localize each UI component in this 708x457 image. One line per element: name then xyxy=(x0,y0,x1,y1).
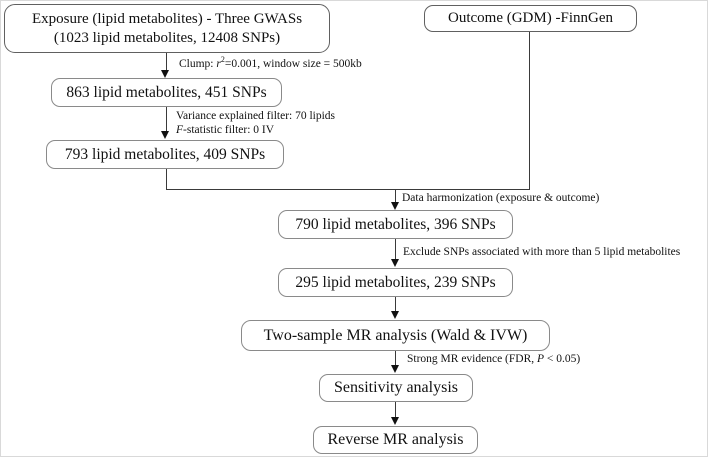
strong-evidence-edge-label: Strong MR evidence (FDR, P < 0.05) xyxy=(407,352,580,366)
reverse-mr-label: Reverse MR analysis xyxy=(327,431,464,448)
arrowhead-reverse xyxy=(391,417,399,425)
excluded-result-label: 295 lipid metabolites, 239 SNPs xyxy=(295,273,496,291)
arrow-mr-to-sensitivity xyxy=(395,351,396,366)
strong-label-pre: Strong MR evidence (FDR, xyxy=(407,353,538,365)
mr-analysis-box: Two-sample MR analysis (Wald & IVW) xyxy=(241,320,550,351)
arrowhead-sensitivity xyxy=(391,365,399,373)
clumped-result-box: 863 lipid metabolites, 451 SNPs xyxy=(51,78,282,107)
clump-label-r: r xyxy=(216,58,221,70)
connector-outcome-down xyxy=(529,32,530,190)
reverse-mr-box: Reverse MR analysis xyxy=(313,426,478,454)
exposure-box-line2: (1023 lipid metabolites, 12408 SNPs) xyxy=(53,29,281,46)
arrow-merge-to-harmonized xyxy=(395,189,396,203)
outcome-box: Outcome (GDM) -FinnGen xyxy=(424,5,637,32)
clump-label-pre: Clump: xyxy=(179,58,217,70)
sensitivity-analysis-label: Sensitivity analysis xyxy=(334,379,458,396)
arrow-clumped-to-filtered xyxy=(166,107,167,132)
exclude-edge-label: Exclude SNPs associated with more than 5… xyxy=(403,245,680,259)
arrow-harmonized-to-excluded xyxy=(395,239,396,260)
arrow-excluded-to-mr xyxy=(395,297,396,312)
arrowhead-harmonized xyxy=(391,202,399,210)
arrow-exposure-to-clumped xyxy=(166,53,167,71)
variance-filter-label: Variance explained filter: 70 lipids xyxy=(176,109,335,123)
exposure-box: Exposure (lipid metabolites) - Three GWA… xyxy=(4,4,330,53)
harmonization-text: Data harmonization (exposure & outcome) xyxy=(402,192,600,204)
outcome-box-label: Outcome (GDM) -FinnGen xyxy=(448,10,613,27)
exposure-box-line1: Exposure (lipid metabolites) - Three GWA… xyxy=(31,10,303,27)
fstatistic-filter-label: F-statistic filter: 0 IV xyxy=(176,123,274,137)
mr-analysis-label: Two-sample MR analysis (Wald & IVW) xyxy=(263,326,528,344)
arrow-sensitivity-to-reverse xyxy=(395,402,396,418)
harmonized-result-label: 790 lipid metabolites, 396 SNPs xyxy=(295,215,496,233)
arrowhead-clumped xyxy=(161,70,169,78)
filtered-result-label: 793 lipid metabolites, 409 SNPs xyxy=(64,145,266,163)
harmonized-result-box: 790 lipid metabolites, 396 SNPs xyxy=(278,210,513,239)
variance-filter-text: Variance explained filter: 70 lipids xyxy=(176,110,336,122)
connector-filtered-down xyxy=(166,169,167,190)
clump-edge-label: Clump: r2=0.001, window size = 500kb xyxy=(179,55,362,71)
filtered-result-box: 793 lipid metabolites, 409 SNPs xyxy=(46,140,284,169)
harmonization-edge-label: Data harmonization (exposure & outcome) xyxy=(402,191,599,205)
exclude-text: Exclude SNPs associated with more than 5… xyxy=(403,246,681,258)
arrowhead-filtered xyxy=(161,131,169,139)
sensitivity-analysis-box: Sensitivity analysis xyxy=(319,374,473,402)
strong-label-p: P xyxy=(537,353,545,365)
clumped-result-label: 863 lipid metabolites, 451 SNPs xyxy=(66,83,267,101)
excluded-result-box: 295 lipid metabolites, 239 SNPs xyxy=(278,268,513,297)
clump-label-post: =0.001, window size = 500kb xyxy=(224,58,362,70)
arrowhead-mr xyxy=(391,311,399,319)
connector-merge-horizontal xyxy=(166,189,530,190)
arrowhead-excluded xyxy=(391,259,399,267)
clump-label-sup: 2 xyxy=(220,55,225,65)
fstat-label-post: -statistic filter: 0 IV xyxy=(183,124,275,136)
strong-label-post: < 0.05) xyxy=(544,353,581,365)
fstat-label-f: F xyxy=(176,124,184,136)
